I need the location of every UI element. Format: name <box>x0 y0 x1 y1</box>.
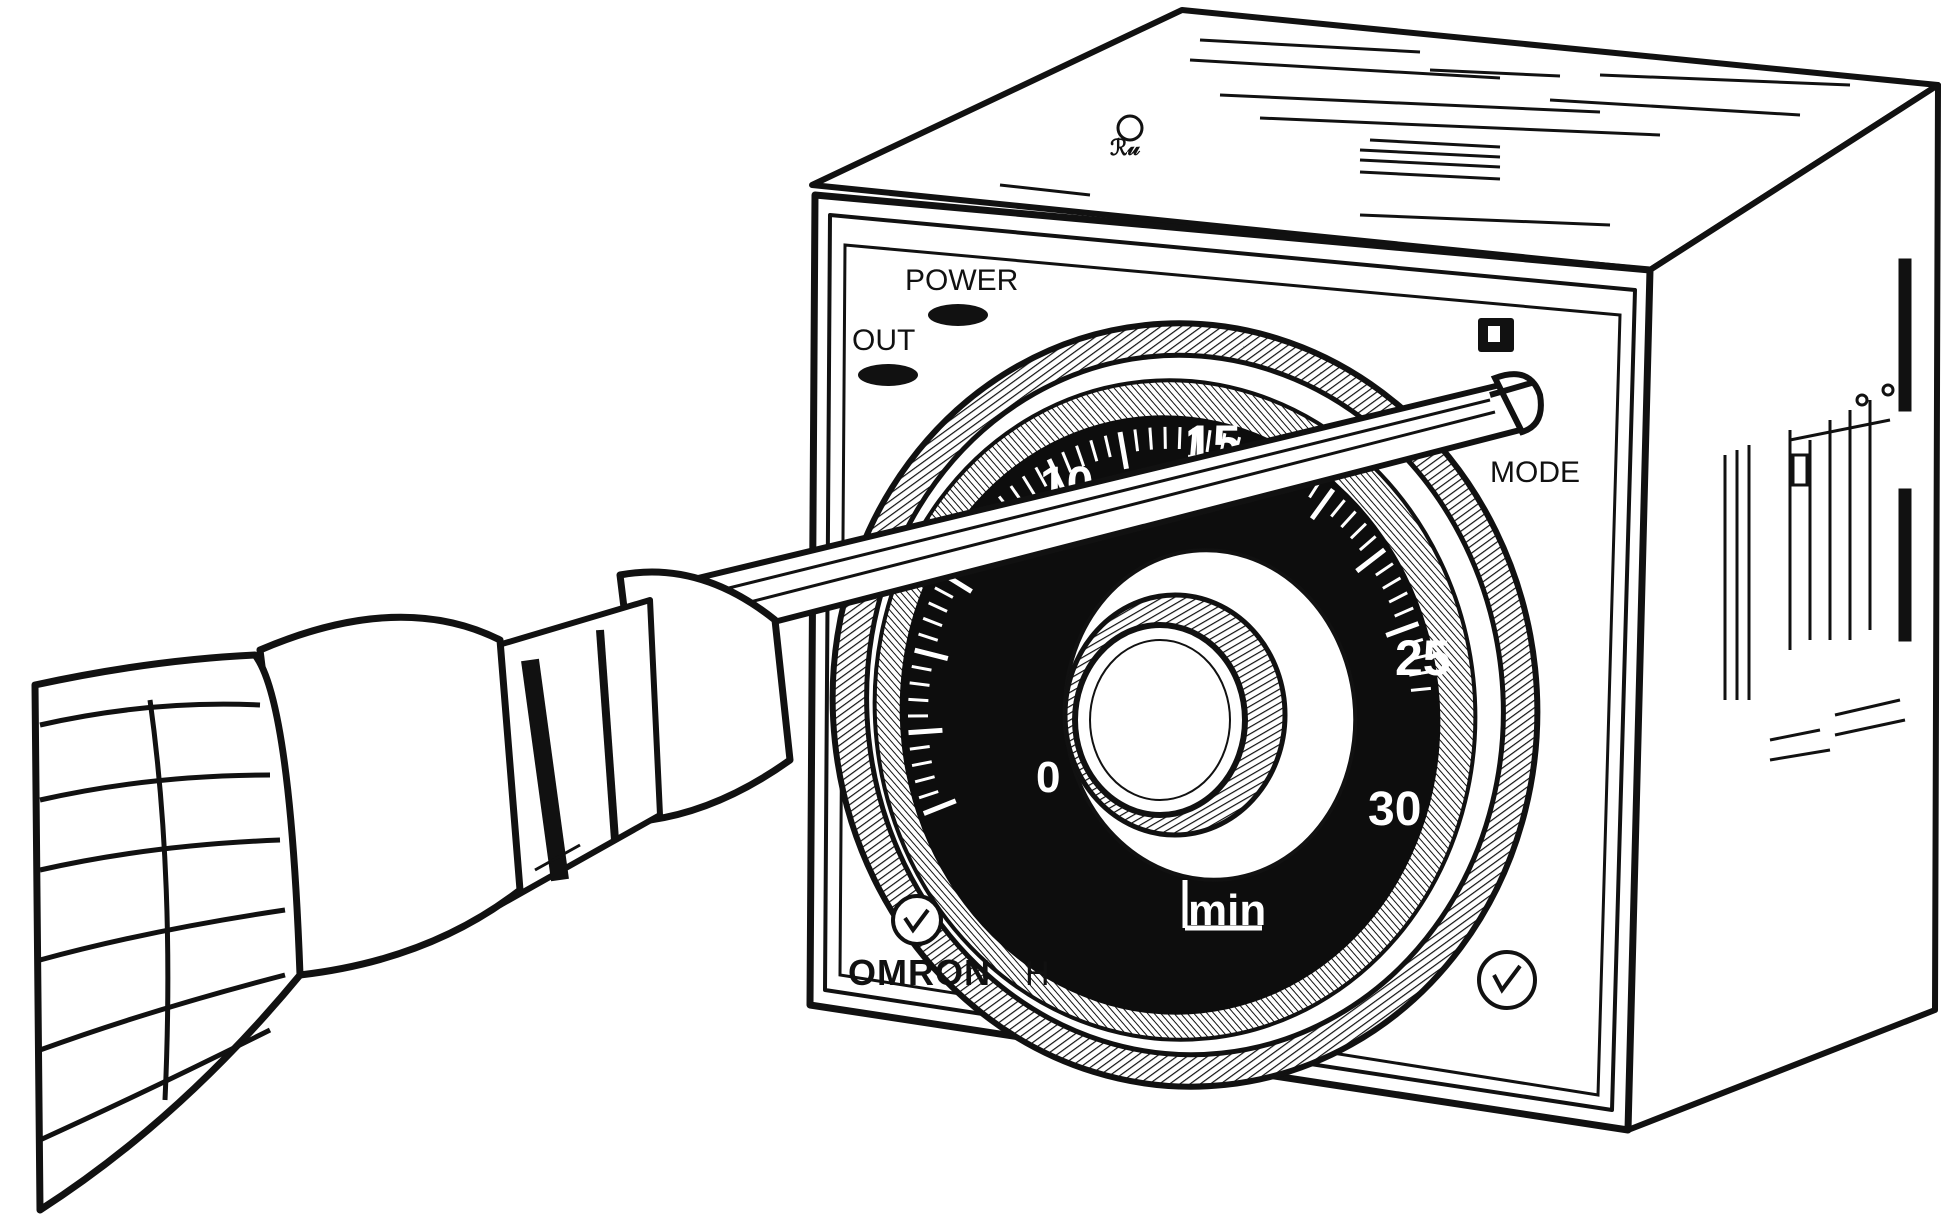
certification-marks: ℛ𝓊 <box>1110 114 1144 160</box>
dial-center-knob[interactable] <box>1072 622 1248 818</box>
dial-tick <box>922 798 957 816</box>
dial-tick <box>1103 435 1112 458</box>
power-indicator <box>928 304 988 326</box>
dial-tick <box>911 664 932 672</box>
screwdriver-handle-ring <box>256 613 524 979</box>
dial-tick <box>909 681 930 687</box>
dial-tick <box>914 647 949 662</box>
dial-tick <box>1406 654 1427 662</box>
model-letter: H <box>1025 955 1050 993</box>
svg-text:ℛ𝓊: ℛ𝓊 <box>1110 135 1141 160</box>
power-label: POWER <box>905 264 1018 297</box>
dial-tick <box>922 616 943 628</box>
dial-tick <box>911 760 933 768</box>
dial-tick <box>928 601 948 613</box>
dial-tick <box>908 727 943 736</box>
dial-tick <box>1089 439 1099 462</box>
dial-tick <box>1061 451 1073 473</box>
dial-tick <box>1382 576 1402 590</box>
out-label: OUT <box>852 324 915 357</box>
dial-tick <box>1385 621 1420 638</box>
dial-tick <box>1075 445 1086 467</box>
left-lock-screw-icon <box>891 894 943 946</box>
dial-tick <box>1021 475 1036 496</box>
dial-tick <box>909 745 930 751</box>
dial-tick <box>1403 637 1424 647</box>
dial-number-0: 0 <box>1036 753 1060 802</box>
dial-tick <box>1409 670 1430 677</box>
screwdriver-collar <box>616 568 794 824</box>
dial-tick <box>1388 591 1408 604</box>
dial-number-25: 25 <box>1395 630 1451 686</box>
dial-tick <box>918 790 939 800</box>
dial-tick <box>914 775 935 784</box>
dial-tick <box>1355 547 1387 574</box>
side-wiring-diagram <box>1723 258 1912 762</box>
handle-grooves <box>38 699 286 1143</box>
dial-tick <box>1309 487 1336 521</box>
dial-tick <box>1133 429 1140 452</box>
dial-scale-ticks <box>907 426 1432 816</box>
dial-tick <box>908 697 929 703</box>
dial-tick <box>1340 510 1357 529</box>
screwdriver <box>31 371 1544 1214</box>
dial-tick <box>1394 606 1414 618</box>
dial-tick <box>1148 427 1153 450</box>
out-indicator <box>858 364 918 386</box>
dial-tick <box>1358 535 1377 552</box>
dial-number-30: 30 <box>1368 783 1421 836</box>
dial-tick <box>1117 431 1129 470</box>
dial-tick <box>1330 499 1346 518</box>
dial-tick <box>934 586 954 599</box>
dial-tick <box>1205 429 1212 453</box>
right-lock-screw-icon <box>1477 950 1537 1010</box>
dial-tick <box>1034 466 1048 488</box>
dial-tick <box>1410 686 1432 692</box>
dial-tick <box>918 632 939 642</box>
dial-tick <box>1349 522 1367 540</box>
dial-tick <box>1177 426 1182 450</box>
brand-logo: OMRON <box>848 952 991 993</box>
top-label-print <box>999 38 1851 227</box>
dial-tick <box>1046 458 1067 494</box>
mode-label: MODE <box>1490 456 1580 489</box>
dial-tick <box>1375 562 1394 577</box>
